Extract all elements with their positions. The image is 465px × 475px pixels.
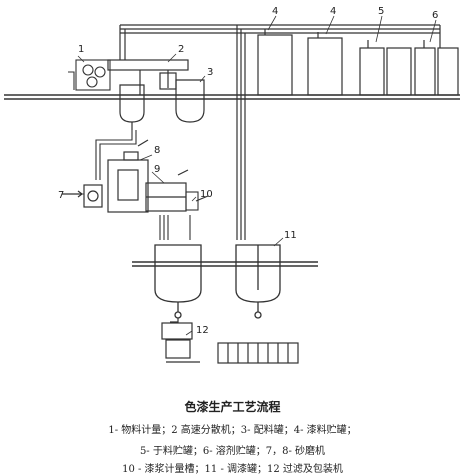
overhead-pipes bbox=[119, 24, 441, 240]
legend-line-2: 5- 于料贮罐；6- 溶剂贮罐；7，8- 砂磨机 bbox=[139, 446, 326, 457]
label-7: 7 bbox=[58, 190, 64, 201]
label-12: 12 bbox=[196, 325, 209, 336]
storage-tank-group bbox=[257, 29, 459, 96]
paste-metering-tank-10 bbox=[185, 191, 209, 211]
dry-storage-tank-5a bbox=[359, 47, 385, 96]
label-11: 11 bbox=[284, 230, 297, 241]
solvent-tank-6b bbox=[437, 47, 459, 96]
batching-tank-3 bbox=[175, 79, 205, 123]
label-4a: 4 bbox=[272, 6, 278, 17]
transfer-pipe-to-mills bbox=[95, 130, 137, 180]
legend-line-1: 1- 物料计量；2 高速分散机；3- 配料罐；4- 漆料贮罐； bbox=[108, 425, 357, 436]
label-6: 6 bbox=[432, 10, 438, 21]
high-speed-disperser-2 bbox=[107, 59, 189, 130]
diagram-title: 色漆生产工艺流程 bbox=[184, 400, 281, 414]
label-5: 5 bbox=[378, 6, 384, 17]
feed-pipes-to-tint-tanks bbox=[159, 215, 191, 240]
label-4b: 4 bbox=[330, 6, 336, 17]
mill-tank-9 bbox=[145, 169, 189, 212]
label-8: 8 bbox=[154, 145, 160, 156]
floor-lines bbox=[4, 94, 460, 267]
dry-storage-tank-5b bbox=[386, 47, 412, 96]
storage-tank-4a bbox=[257, 34, 293, 96]
legend-line-3: 10 - 漆浆计量槽；11 - 调漆罐；12 过滤及包装机 bbox=[122, 464, 343, 475]
storage-tank-4b bbox=[307, 37, 343, 96]
tinting-tank-11 bbox=[154, 244, 281, 319]
solvent-tank-6a bbox=[414, 47, 436, 96]
sand-mill-8 bbox=[107, 139, 149, 213]
label-10: 10 bbox=[200, 189, 213, 200]
sand-mill-7 bbox=[62, 184, 103, 208]
component-labels: 1 2 3 4 4 5 6 7 8 9 10 11 12 bbox=[58, 6, 438, 336]
label-1: 1 bbox=[78, 44, 84, 55]
material-metering-1 bbox=[68, 59, 111, 91]
label-2: 2 bbox=[178, 44, 184, 55]
label-3: 3 bbox=[207, 67, 213, 78]
label-9: 9 bbox=[154, 164, 160, 175]
filter-packing-12 bbox=[161, 318, 299, 364]
label-leaders bbox=[76, 15, 437, 336]
